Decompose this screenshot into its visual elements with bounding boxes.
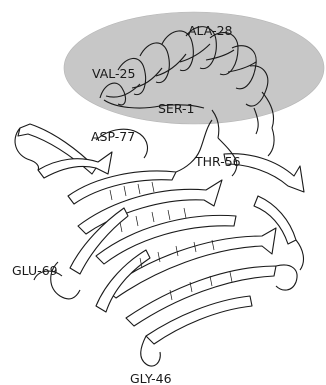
loop-right-tail	[296, 240, 303, 270]
label-thr-56: THR-56	[194, 154, 241, 169]
loop-upper-right	[268, 128, 274, 156]
label-gly-46: GLY-46	[130, 371, 172, 385]
label-ala-28: ALA-28	[188, 23, 233, 38]
label-asp-77: ASP-77	[91, 129, 135, 144]
label-ser-1: SER-1	[158, 101, 194, 116]
loop-right-lower	[276, 265, 297, 290]
label-glu-69: GLU-69	[12, 263, 58, 278]
label-val-25: VAL-25	[92, 66, 135, 81]
beta-sheet	[18, 124, 304, 344]
